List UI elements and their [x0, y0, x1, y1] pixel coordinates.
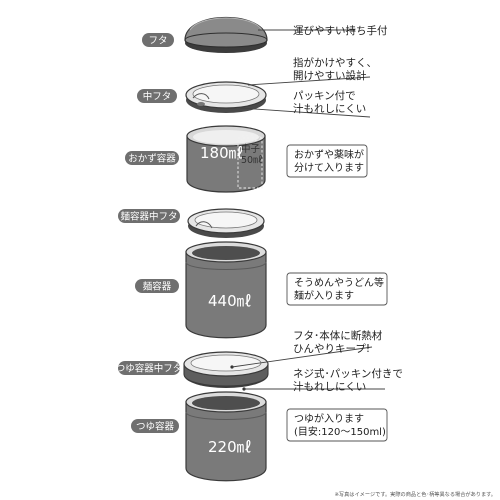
noodle-inner-lid-illustration — [187, 208, 265, 238]
inner-cup-label: 中子 — [241, 143, 261, 155]
noodle-capacity: 440㎖ — [208, 292, 252, 310]
soup-lid-note-2: ひんやりキープ! — [293, 343, 370, 355]
soup-inner-lid-label: つゆ容器中フタ — [116, 363, 183, 375]
soup-inner-lid-pill: つゆ容器中フタ — [116, 361, 183, 375]
lid-illustration — [184, 16, 268, 53]
soup-container-illustration — [185, 391, 267, 482]
noodle-inner-lid-label: 麺容器中フタ — [120, 211, 177, 223]
soup-inner-lid-illustration — [183, 351, 269, 391]
inner-lid-note-4: 汁もれしにくい — [293, 102, 366, 115]
inner-lid-note-1: 指がかけやすく、 — [293, 56, 377, 69]
noodle-box-line-2: 麺が入ります — [294, 289, 354, 302]
noodle-box-line-1: そうめんやうどん等 — [294, 276, 384, 289]
soup-box-line-1: つゆが入ります — [294, 412, 364, 425]
soup-lid-note-4: 汁もれしにくい — [293, 380, 366, 393]
inner-lid-note-2: 開けやすい設計 — [293, 69, 367, 82]
noodle-container-pill: 麺容器 — [135, 279, 179, 293]
soup-info-box: つゆが入ります (目安:120～150ml) — [286, 408, 388, 442]
lid-label: フタ — [148, 36, 167, 47]
inner-cup-capacity: 50㎖ — [241, 155, 263, 166]
inner-lid-note-3: パッキン付で — [293, 89, 356, 102]
lid-note: 運びやすい持ち手付 — [293, 24, 388, 37]
inner-lid-label: 中フタ — [143, 91, 172, 103]
lid-pill: フタ — [142, 33, 174, 47]
side-container-label: おかず容器 — [128, 153, 176, 165]
side-info-box: おかずや薬味が 分けて入ります — [286, 144, 368, 178]
soup-lid-note-1: フタ･本体に断熱材 — [293, 329, 383, 342]
side-box-line-2: 分けて入ります — [294, 162, 364, 174]
side-container-illustration — [186, 125, 266, 193]
footnote: ※写真はイメージです。実際の商品と色･柄等異なる場合があります。 — [335, 490, 496, 498]
noodle-info-box: そうめんやうどん等 麺が入ります — [286, 272, 388, 306]
inner-lid-illustration — [185, 81, 267, 113]
soup-capacity: 220㎖ — [208, 438, 252, 456]
noodle-inner-lid-pill: 麺容器中フタ — [118, 209, 180, 223]
noodle-container-label: 麺容器 — [143, 281, 172, 293]
soup-container-label: つゆ容器 — [136, 421, 175, 433]
soup-lid-note-3: ネジ式･パッキン付きで — [293, 367, 403, 380]
soup-container-pill: つゆ容器 — [131, 419, 179, 433]
side-capacity: 180㎖ — [200, 144, 244, 162]
noodle-container-illustration — [185, 241, 267, 339]
soup-box-line-2: (目安:120～150ml) — [294, 425, 386, 438]
side-container-pill: おかず容器 — [125, 151, 179, 165]
side-box-line-1: おかずや薬味が — [294, 148, 364, 161]
inner-lid-pill: 中フタ — [137, 89, 177, 103]
